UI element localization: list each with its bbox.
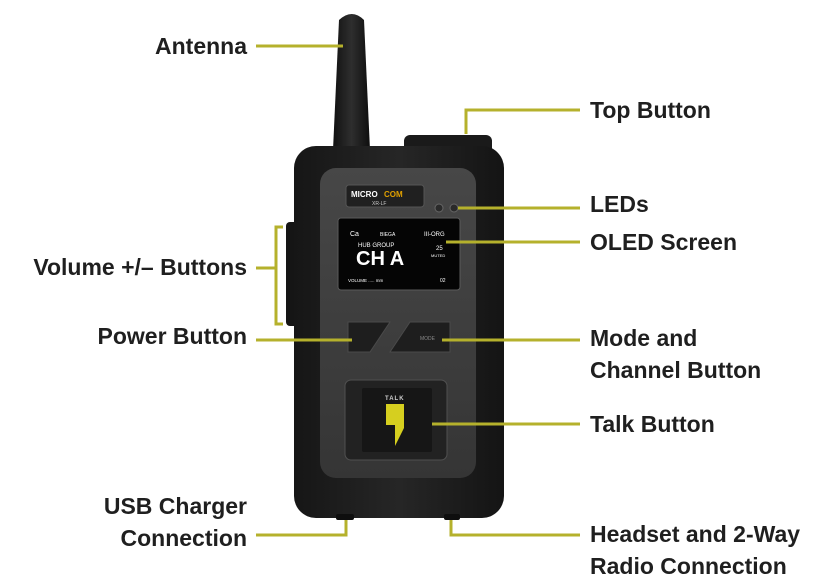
antenna — [333, 14, 370, 150]
callout-headset — [449, 520, 580, 537]
label-usb-charger: USB Charger Connection — [104, 490, 247, 554]
label-power-button: Power Button — [97, 323, 248, 349]
label-mode-channel: Mode and Channel Button — [590, 322, 761, 386]
label-volume-buttons: Volume +/– Buttons — [33, 254, 247, 280]
label-headset: Headset and 2-Way Radio Connection — [590, 518, 800, 582]
brand-badge — [345, 184, 425, 208]
screen-bottom-right: 02 — [440, 278, 446, 284]
talk-logo — [386, 404, 404, 446]
label-antenna: Antenna — [155, 33, 247, 59]
label-talk-button: Talk Button — [590, 411, 715, 437]
label-usb-line2: Connection — [120, 525, 248, 551]
callout-top-button — [464, 108, 580, 134]
label-headset-line2: Radio Connection — [590, 553, 787, 579]
screen-bottom-left: VOLUME ..... mm — [348, 278, 384, 283]
brand-left: MICRO — [351, 190, 378, 199]
led-2 — [449, 203, 459, 213]
screen-status-mid: BIEGA — [380, 232, 396, 238]
screen-side-2: MUTED — [431, 253, 445, 258]
label-top-button: Top Button — [590, 97, 711, 123]
talk-key-label: TALK — [385, 396, 405, 402]
screen-status-right: III-ORG — [424, 232, 445, 238]
brand-right: COM — [384, 190, 403, 199]
power-button[interactable] — [347, 321, 391, 353]
label-oled-screen: OLED Screen — [590, 229, 737, 255]
label-mode-channel-line2: Channel Button — [590, 357, 762, 383]
callout-lines — [256, 44, 580, 537]
brand-model: XR-LF — [372, 201, 386, 207]
label-mode-channel-line1: Mode and — [590, 325, 698, 351]
screen-status-left: Ca — [350, 231, 359, 238]
label-headset-line1: Headset and 2-Way — [590, 521, 801, 547]
screen-side-1: 25 — [436, 246, 443, 252]
label-leds: LEDs — [590, 191, 649, 217]
led-1 — [434, 203, 444, 213]
screen-channel: CH A — [356, 248, 404, 270]
mode-key-label: MODE — [420, 336, 436, 342]
oled-screen — [337, 217, 461, 291]
screen-group: HUB GROUP — [358, 243, 394, 249]
callout-volume-bracket — [274, 225, 283, 326]
usb-port — [336, 514, 354, 520]
headset-port — [444, 514, 460, 520]
label-usb-line1: USB Charger — [103, 493, 247, 519]
mode-channel-button[interactable] — [389, 321, 451, 353]
callout-usb — [256, 520, 348, 537]
